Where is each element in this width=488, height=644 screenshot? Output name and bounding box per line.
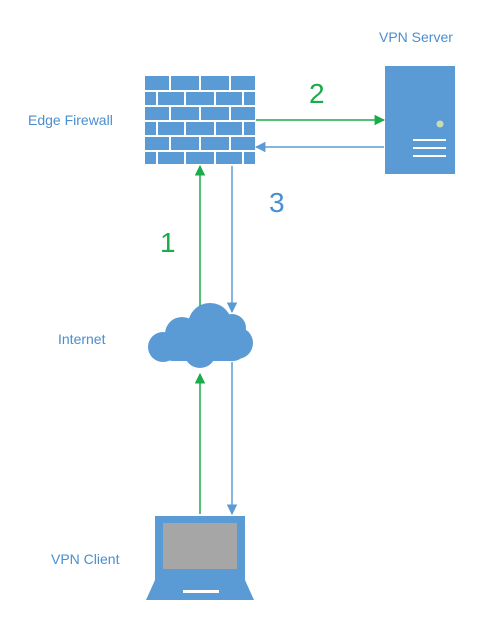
vpn-server-label: VPN Server [379,29,453,45]
laptop-icon [146,516,254,600]
step-1-number: 1 [160,227,176,258]
vpn-client-label: VPN Client [51,551,120,567]
internet-label: Internet [58,331,106,347]
cloud-icon [148,303,253,368]
server-icon [385,66,455,174]
step-2-number: 2 [309,78,325,109]
firewall-icon [145,76,255,164]
step-3-arrows [226,141,384,516]
edge-firewall-label: Edge Firewall [28,112,113,128]
step-3-number: 3 [269,187,285,218]
